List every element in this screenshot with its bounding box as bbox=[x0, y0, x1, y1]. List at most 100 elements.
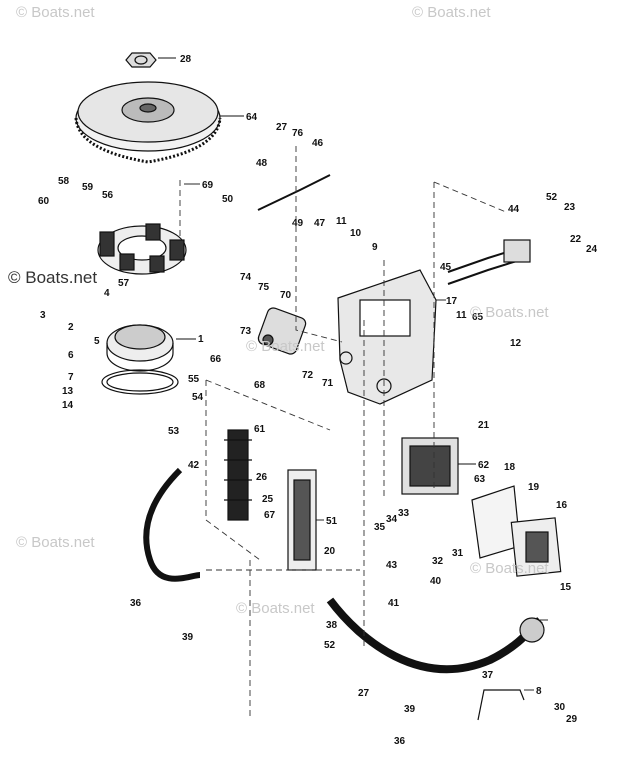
watermark-mid-mid: © Boats.net bbox=[246, 338, 325, 355]
callout-69: 69 bbox=[202, 180, 214, 191]
harness-42 bbox=[143, 467, 201, 582]
callout-44: 44 bbox=[508, 204, 520, 215]
callout-39b: 39 bbox=[404, 704, 416, 715]
callout-70: 70 bbox=[280, 290, 292, 301]
flywheel-64 bbox=[74, 81, 222, 164]
watermark-low-right: © Boats.net bbox=[470, 560, 549, 577]
callout-58: 58 bbox=[58, 176, 70, 187]
callout-40: 40 bbox=[430, 576, 442, 587]
watermark-low-left: © Boats.net bbox=[16, 534, 95, 551]
harness-37 bbox=[326, 597, 543, 674]
watermark-mid-right: © Boats.net bbox=[470, 304, 549, 321]
callout-53: 53 bbox=[168, 426, 180, 437]
callout-68: 68 bbox=[254, 380, 266, 391]
callout-57: 57 bbox=[118, 278, 130, 289]
callout-19: 19 bbox=[528, 482, 540, 493]
stator-56 bbox=[97, 223, 187, 275]
callout-62: 62 bbox=[478, 460, 490, 471]
callout-20: 20 bbox=[324, 546, 336, 557]
callout-5: 5 bbox=[94, 336, 100, 347]
callout-76: 76 bbox=[292, 128, 304, 139]
bracket-8 bbox=[477, 689, 525, 721]
callout-72: 72 bbox=[302, 370, 314, 381]
callout-64: 64 bbox=[246, 112, 258, 123]
callout-11a: 11 bbox=[336, 216, 347, 227]
callout-43: 43 bbox=[386, 560, 398, 571]
callout-59: 59 bbox=[82, 182, 94, 193]
callout-37: 37 bbox=[482, 670, 494, 681]
callout-46: 46 bbox=[312, 138, 324, 149]
callout-23: 23 bbox=[564, 202, 576, 213]
callout-63: 63 bbox=[474, 474, 486, 485]
terminal-block-61 bbox=[224, 429, 252, 521]
callout-60: 60 bbox=[38, 196, 50, 207]
callout-28: 28 bbox=[180, 54, 192, 65]
connector-37 bbox=[519, 617, 545, 643]
callout-34: 34 bbox=[386, 514, 398, 525]
callout-27b: 27 bbox=[358, 688, 370, 699]
watermark-low-mid: © Boats.net bbox=[236, 600, 315, 617]
callout-66: 66 bbox=[210, 354, 222, 365]
callout-65: 65 bbox=[472, 312, 484, 323]
callout-4: 4 bbox=[104, 288, 110, 299]
callout-67: 67 bbox=[264, 510, 276, 521]
callout-21: 21 bbox=[478, 420, 490, 431]
callout-12: 12 bbox=[510, 338, 522, 349]
callout-11b: 11 bbox=[456, 310, 467, 321]
callout-3: 3 bbox=[40, 310, 46, 321]
callout-52a: 52 bbox=[546, 192, 558, 203]
callout-41: 41 bbox=[388, 598, 400, 609]
callout-38: 38 bbox=[326, 620, 338, 631]
callout-25: 25 bbox=[262, 494, 274, 505]
switch-box-62 bbox=[401, 437, 459, 495]
callout-33: 33 bbox=[398, 508, 410, 519]
watermark-top-right: © Boats.net bbox=[412, 4, 491, 21]
callout-48: 48 bbox=[256, 158, 268, 169]
callout-9: 9 bbox=[372, 242, 378, 253]
retainer-ring-55 bbox=[101, 369, 179, 395]
callout-17: 17 bbox=[446, 296, 458, 307]
callout-30: 30 bbox=[554, 702, 566, 713]
callout-36a: 36 bbox=[130, 598, 142, 609]
callout-54: 54 bbox=[192, 392, 204, 403]
coil-70 bbox=[257, 307, 307, 355]
callout-10: 10 bbox=[350, 228, 362, 239]
callout-36b: 36 bbox=[394, 736, 406, 747]
callout-56: 56 bbox=[102, 190, 114, 201]
callout-24: 24 bbox=[586, 244, 598, 255]
watermark-mid-left: © Boats.net bbox=[8, 268, 98, 287]
callout-2: 2 bbox=[68, 322, 74, 333]
module-19 bbox=[510, 517, 562, 577]
callout-49: 49 bbox=[292, 218, 304, 229]
callout-13: 13 bbox=[62, 386, 74, 397]
callout-51: 51 bbox=[326, 516, 338, 527]
callout-75: 75 bbox=[258, 282, 270, 293]
callout-26: 26 bbox=[256, 472, 268, 483]
callout-74: 74 bbox=[240, 272, 252, 283]
bracket-44 bbox=[503, 239, 531, 263]
nut-28 bbox=[125, 52, 157, 68]
callout-73: 73 bbox=[240, 326, 252, 337]
callout-27a: 27 bbox=[276, 122, 288, 133]
callout-7: 7 bbox=[68, 372, 74, 383]
watermark-top-left: © Boats.net bbox=[16, 4, 95, 21]
rectifier-51 bbox=[287, 469, 317, 571]
callout-39a: 39 bbox=[182, 632, 194, 643]
callout-14: 14 bbox=[62, 400, 74, 411]
timer-base-1 bbox=[106, 324, 174, 372]
callout-52b: 52 bbox=[324, 640, 336, 651]
callout-35: 35 bbox=[374, 522, 386, 533]
callout-55: 55 bbox=[188, 374, 200, 385]
callout-50: 50 bbox=[222, 194, 234, 205]
callout-45: 45 bbox=[440, 262, 452, 273]
callout-29: 29 bbox=[566, 714, 578, 725]
callout-42: 42 bbox=[188, 460, 200, 471]
callout-31: 31 bbox=[452, 548, 464, 559]
power-pack-17 bbox=[337, 269, 437, 405]
callout-6: 6 bbox=[68, 350, 74, 361]
callout-8: 8 bbox=[536, 686, 542, 697]
callout-1: 1 bbox=[198, 334, 204, 345]
callout-18: 18 bbox=[504, 462, 516, 473]
callout-71: 71 bbox=[322, 378, 334, 389]
